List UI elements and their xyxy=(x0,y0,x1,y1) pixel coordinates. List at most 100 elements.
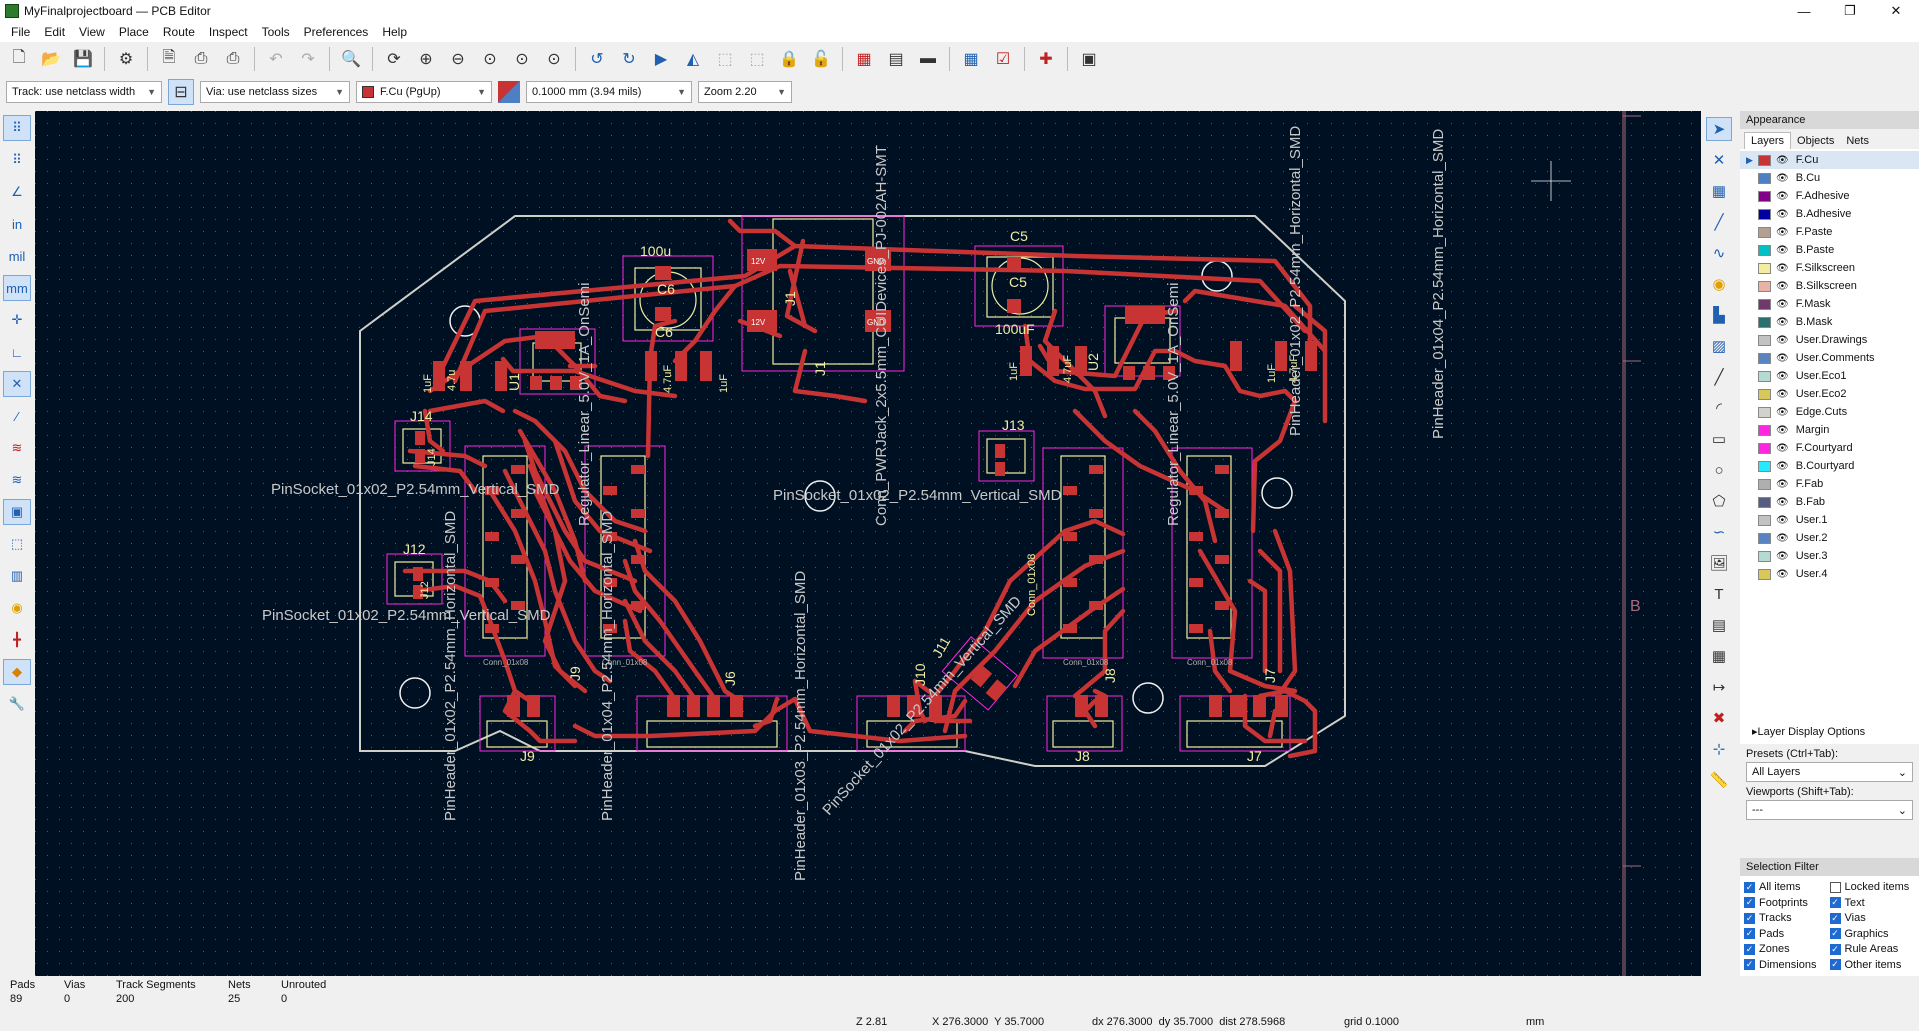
layer-row[interactable]: 👁Margin xyxy=(1740,421,1919,439)
draw-arc-icon[interactable]: ◜ xyxy=(1716,400,1722,417)
undo-icon[interactable]: ↶ xyxy=(269,51,283,68)
unlock-icon[interactable]: 🔓 xyxy=(811,51,831,68)
add-textbox-icon[interactable]: ▤ xyxy=(1711,617,1727,634)
page-settings-icon[interactable]: 🗎 xyxy=(162,48,176,66)
layer-color-swatch[interactable] xyxy=(1758,334,1771,346)
zoom-in-icon[interactable]: ⊕ xyxy=(419,51,433,68)
route-track-icon[interactable]: ╱ xyxy=(1714,214,1724,231)
layer-row[interactable]: 👁B.Adhesive xyxy=(1740,205,1919,223)
polar-coords-icon[interactable]: ∠ xyxy=(11,184,23,199)
layer-color-swatch[interactable] xyxy=(1758,370,1771,382)
menu-file[interactable]: File xyxy=(11,25,31,39)
layer-row[interactable]: 👁B.Silkscreen xyxy=(1740,277,1919,295)
visibility-eye-icon[interactable]: 👁 xyxy=(1776,262,1789,274)
checkbox-empty-icon[interactable] xyxy=(1829,881,1841,893)
visibility-eye-icon[interactable]: 👁 xyxy=(1776,208,1789,220)
rotate-ccw-icon[interactable]: ↺ xyxy=(590,51,604,68)
new-board-icon[interactable]: 🗋 xyxy=(12,48,26,66)
layer-row[interactable]: 👁User.Comments xyxy=(1740,349,1919,367)
layer-row[interactable]: 👁User.Eco1 xyxy=(1740,367,1919,385)
visibility-eye-icon[interactable]: 👁 xyxy=(1776,424,1789,436)
visibility-eye-icon[interactable]: 👁 xyxy=(1776,568,1789,580)
filter-checkbox[interactable]: ✓Vias xyxy=(1829,911,1916,926)
add-table-icon[interactable]: ▦ xyxy=(1711,648,1727,665)
board-edge-outline[interactable] xyxy=(359,215,1346,767)
checkbox-checked-icon[interactable]: ✓ xyxy=(1829,959,1841,971)
zoom-selection-icon[interactable]: ⊙ xyxy=(547,51,561,68)
zone-fill-icon[interactable]: ▣ xyxy=(3,499,31,525)
rotate-cw-icon[interactable]: ↻ xyxy=(622,51,636,68)
layer-color-swatch[interactable] xyxy=(1758,550,1771,562)
layer-row[interactable]: 👁User.2 xyxy=(1740,529,1919,547)
copper-pad-group[interactable] xyxy=(413,249,1317,717)
layer-row[interactable]: 👁F.Paste xyxy=(1740,223,1919,241)
layer-color-swatch[interactable] xyxy=(1758,172,1771,184)
zoom-fit-icon[interactable]: ⊙ xyxy=(483,51,497,68)
mounting-hole[interactable] xyxy=(1261,477,1293,509)
netlist-update-icon[interactable]: ▦ xyxy=(963,51,979,68)
draw-rectangle-icon[interactable]: ▭ xyxy=(1711,431,1727,448)
filter-checkbox[interactable]: Locked items xyxy=(1829,880,1916,895)
visibility-eye-icon[interactable]: 👁 xyxy=(1776,244,1789,256)
units-mm-button[interactable]: mm xyxy=(3,275,31,301)
tab-objects[interactable]: Objects xyxy=(1797,135,1835,147)
delete-tool-icon[interactable]: ✖ xyxy=(1712,710,1726,727)
track-display-icon[interactable]: ╋ xyxy=(13,632,21,647)
layer-color-swatch[interactable] xyxy=(1758,532,1771,544)
visibility-eye-icon[interactable]: 👁 xyxy=(1776,550,1789,562)
layer-row[interactable]: 👁User.3 xyxy=(1740,547,1919,565)
units-inches-button[interactable]: in xyxy=(11,216,23,232)
visibility-eye-icon[interactable]: 👁 xyxy=(1776,532,1789,544)
visibility-eye-icon[interactable]: 👁 xyxy=(1776,226,1789,238)
select-arrow-icon[interactable]: ➤ xyxy=(1706,117,1732,141)
curved-ratsnest-icon[interactable]: ⁄ xyxy=(15,408,19,424)
plot-icon[interactable]: ⎙ xyxy=(226,50,240,67)
add-footprint-icon[interactable]: ▦ xyxy=(1711,183,1727,200)
grid-overrides-icon[interactable]: ⠿ xyxy=(12,152,22,167)
menu-route[interactable]: Route xyxy=(162,25,195,39)
layer-color-swatch[interactable] xyxy=(1758,262,1771,274)
drc-icon[interactable]: ☑ xyxy=(995,51,1011,68)
visibility-eye-icon[interactable]: 👁 xyxy=(1776,370,1789,382)
layer-color-swatch[interactable] xyxy=(1758,478,1771,490)
grid-select[interactable]: 0.1000 mm (3.94 mils)▼ xyxy=(526,81,692,103)
menu-preferences[interactable]: Preferences xyxy=(303,25,369,39)
viewports-select[interactable]: ---⌄ xyxy=(1746,800,1913,820)
lock-icon[interactable]: 🔒 xyxy=(779,51,799,68)
checkbox-checked-icon[interactable]: ✓ xyxy=(1744,912,1755,924)
appearance-toggle-icon[interactable]: ◆ xyxy=(3,659,31,685)
tab-layers[interactable]: Layers xyxy=(1744,132,1792,149)
layer-color-swatch[interactable] xyxy=(1758,226,1771,238)
mounting-hole[interactable] xyxy=(804,480,836,512)
add-rule-area-icon[interactable]: ▨ xyxy=(1711,338,1727,355)
filter-checkbox[interactable]: ✓Dimensions xyxy=(1744,958,1830,973)
checkbox-checked-icon[interactable]: ✓ xyxy=(1744,928,1755,940)
flip-icon[interactable]: ▶ xyxy=(654,51,668,68)
measure-icon[interactable]: 📏 xyxy=(1709,772,1729,789)
menu-edit[interactable]: Edit xyxy=(44,25,66,39)
checkbox-checked-icon[interactable]: ✓ xyxy=(1829,928,1841,940)
visibility-eye-icon[interactable]: 👁 xyxy=(1776,154,1789,166)
add-text-icon[interactable]: T xyxy=(1714,585,1724,603)
zoom-out-icon[interactable]: ⊖ xyxy=(451,51,465,68)
python-console-icon[interactable]: ▣ xyxy=(1081,51,1097,68)
layer-row[interactable]: 👁F.Silkscreen xyxy=(1740,259,1919,277)
layer-row[interactable]: 👁F.Courtyard xyxy=(1740,439,1919,457)
visibility-eye-icon[interactable]: 👁 xyxy=(1776,460,1789,472)
layer-color-swatch[interactable] xyxy=(1758,514,1771,526)
print-icon[interactable]: ⎙ xyxy=(194,50,208,67)
draw-line-icon[interactable]: ╱ xyxy=(1714,369,1724,386)
filter-checkbox[interactable]: ✓Zones xyxy=(1744,942,1830,957)
layer-row[interactable]: 👁B.Paste xyxy=(1740,241,1919,259)
visibility-eye-icon[interactable]: 👁 xyxy=(1776,352,1789,364)
high-contrast-icon[interactable]: ≋ xyxy=(11,472,23,487)
mounting-hole[interactable] xyxy=(399,677,431,709)
layer-color-swatch[interactable] xyxy=(1758,352,1771,364)
visibility-eye-icon[interactable]: 👁 xyxy=(1776,442,1789,454)
visibility-eye-icon[interactable]: 👁 xyxy=(1776,172,1789,184)
cursor-shape-icon[interactable]: ✛ xyxy=(11,312,23,327)
draw-circle-icon[interactable]: ○ xyxy=(1714,461,1724,479)
layer-row[interactable]: 👁F.Adhesive xyxy=(1740,187,1919,205)
layer-color-swatch[interactable] xyxy=(1758,442,1771,454)
visibility-eye-icon[interactable]: 👁 xyxy=(1776,334,1789,346)
